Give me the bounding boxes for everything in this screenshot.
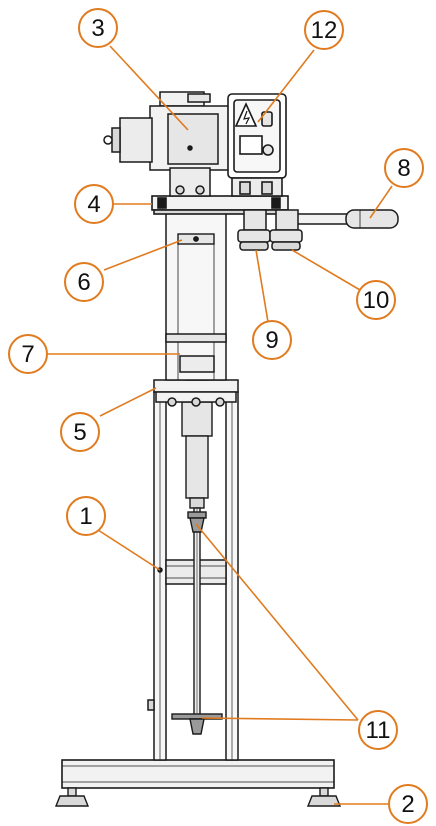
callout-label-8: 8	[397, 155, 410, 182]
callout-1: 1	[66, 496, 106, 536]
top-plate	[151, 195, 289, 215]
callout-label-2: 2	[401, 791, 414, 818]
callout-12: 12	[304, 10, 344, 50]
leader-lines	[48, 45, 393, 805]
leader-line-12	[257, 49, 315, 123]
mixing-impeller-upper	[187, 511, 207, 533]
callout-label-11: 11	[366, 717, 391, 744]
callout-9: 9	[252, 320, 292, 360]
base-frame	[61, 759, 335, 789]
leader-line-8	[369, 185, 393, 219]
callout-11: 11	[358, 710, 398, 750]
motor	[103, 91, 235, 197]
mixer-shaft	[181, 401, 213, 729]
leader-line-10	[291, 249, 361, 291]
leader-line-5	[99, 387, 157, 417]
callout-label-3: 3	[91, 15, 104, 42]
callout-label-9: 9	[265, 327, 278, 354]
adjust-knob-left	[237, 209, 271, 251]
callout-label-4: 4	[87, 191, 100, 218]
callout-label-5: 5	[73, 419, 86, 446]
leader-line-11a	[195, 523, 359, 721]
column-frame	[147, 391, 239, 761]
mixing-impeller-lower	[171, 713, 223, 735]
callout-2: 2	[388, 784, 428, 824]
lower-flange	[153, 371, 239, 407]
control-box	[227, 93, 287, 197]
lift-clamp	[177, 233, 215, 245]
callout-4: 4	[74, 184, 114, 224]
leader-line-11b	[201, 717, 359, 721]
leveling-foot-left	[54, 787, 90, 807]
lift-column	[165, 211, 227, 381]
leveling-foot-right	[306, 787, 342, 807]
leader-line-9	[255, 249, 269, 323]
callout-label-12: 12	[311, 17, 338, 44]
callout-5: 5	[60, 412, 100, 452]
callout-label-10: 10	[363, 287, 390, 314]
callout-10: 10	[356, 280, 396, 320]
callout-3: 3	[78, 8, 118, 48]
callout-label-1: 1	[79, 503, 92, 530]
leader-line-3	[109, 45, 189, 131]
callout-7: 7	[8, 334, 48, 374]
callout-label-7: 7	[21, 341, 34, 368]
adjust-knob-right	[269, 209, 303, 251]
callout-8: 8	[384, 148, 424, 188]
leader-line-6	[103, 239, 183, 271]
callout-label-6: 6	[77, 269, 90, 296]
crank-handle	[285, 209, 399, 229]
callout-6: 6	[64, 262, 104, 302]
leader-line-1	[97, 529, 161, 571]
